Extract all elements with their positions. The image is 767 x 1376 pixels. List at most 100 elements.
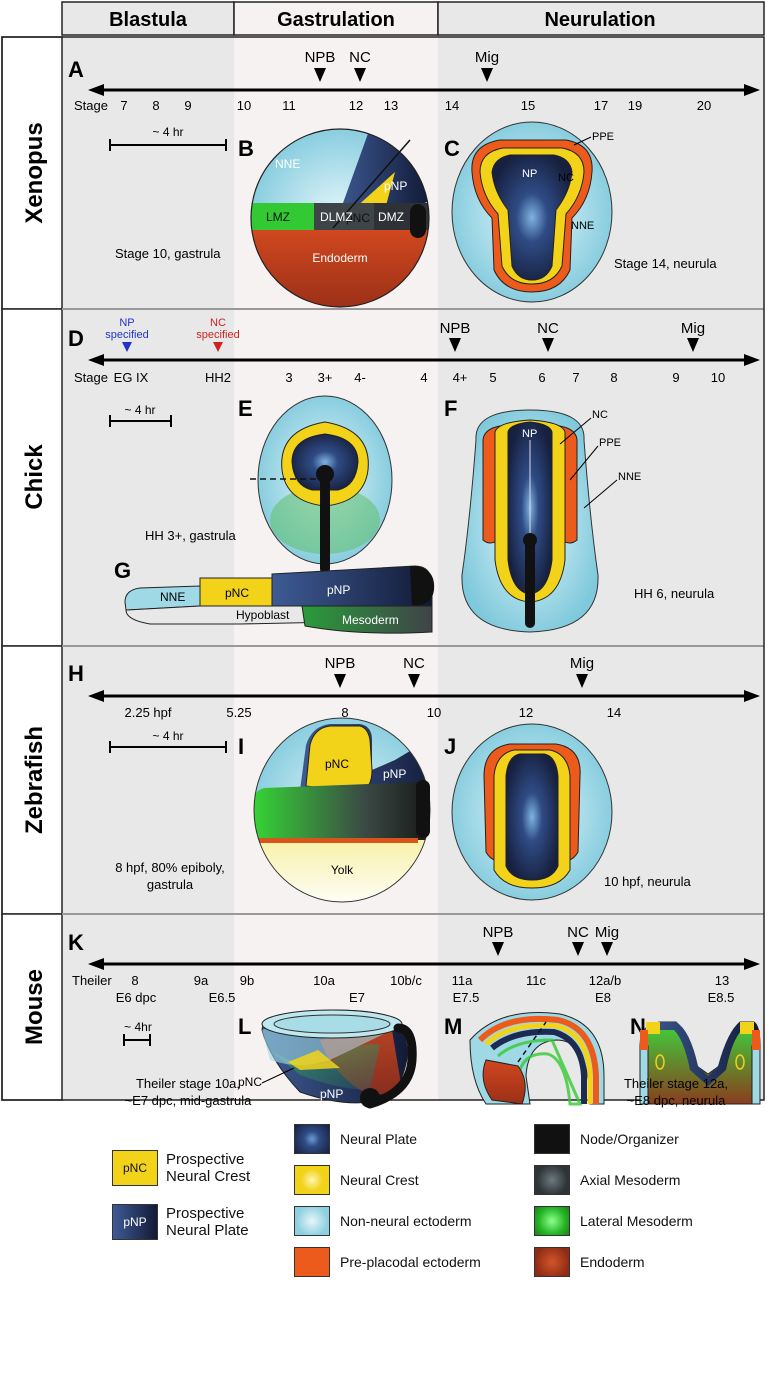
chick-g-mesoderm: Mesoderm <box>342 613 399 627</box>
mouse-l-pnp: pNP <box>320 1087 343 1101</box>
mouse-marker-nc: NC <box>567 924 589 941</box>
mouse-row: K NPB NC Mig Theiler 8 9a 9b 10a 10b/c 1… <box>68 924 761 1109</box>
panel-letter-i: I <box>238 734 244 759</box>
zebrafish-marker-nc-arrow <box>408 674 420 688</box>
mouse-gastrula-diagram <box>261 1009 417 1109</box>
zebrafish-marker-mig-arrow <box>576 674 588 688</box>
zebrafish-tick: 12 <box>519 705 533 720</box>
mouse-tick: 11a <box>452 973 473 988</box>
legend-item-node: Node/Organizer <box>534 1124 679 1154</box>
legend-label: Neural Crest <box>166 1168 251 1185</box>
row-dividers <box>62 308 764 915</box>
mouse-timeline-axis <box>88 958 760 970</box>
chick-tick: 6 <box>538 370 545 385</box>
chick-marker-npb: NPB <box>440 320 471 337</box>
mouse-marker-nc-arrow <box>572 942 584 956</box>
svg-text:~ 4hr: ~ 4hr <box>124 1020 152 1034</box>
chick-tick: 9 <box>672 370 679 385</box>
xenopus-c-ppe: PPE <box>592 131 614 143</box>
chick-timeline-axis <box>88 354 760 366</box>
xenopus-marker-nc: NC <box>349 49 371 66</box>
mouse-tick: 9b <box>240 973 254 988</box>
chick-tick: 7 <box>572 370 579 385</box>
phase-label-blastula: Blastula <box>109 9 188 31</box>
legend-swatch <box>294 1165 330 1195</box>
xenopus-marker-npb-arrow <box>314 68 326 82</box>
xenopus-tick: 13 <box>384 98 398 113</box>
zebrafish-tick: 8 <box>341 705 348 720</box>
zebrafish-marker-mig: Mig <box>570 655 594 672</box>
xenopus-c-nne: NNE <box>571 220 594 232</box>
chick-nc-specified-arrow <box>213 342 223 352</box>
panel-letter-e: E <box>238 396 253 421</box>
xenopus-b-caption: Stage 10, gastrula <box>115 246 221 261</box>
xenopus-tick: 9 <box>184 98 191 113</box>
panel-letter-b: B <box>238 136 254 161</box>
panel-letter-h: H <box>68 661 84 686</box>
xenopus-marker-nc-arrow <box>354 68 366 82</box>
xenopus-tick: 17 <box>594 98 608 113</box>
legend-label: Prospective <box>166 1151 245 1168</box>
xenopus-row: A Stage 7 8 9 10 11 12 13 14 15 17 19 20… <box>68 49 760 308</box>
chick-g-pnc: pNC <box>225 586 249 600</box>
legend-swatch <box>534 1247 570 1277</box>
mouse-dpc: E8 <box>595 990 611 1005</box>
chick-nc-specified-line2: specified <box>196 329 239 341</box>
mouse-dpc: E8.5 <box>708 990 735 1005</box>
mouse-l-pnc: pNC <box>238 1075 262 1089</box>
phase-header-neurulation <box>437 1 765 36</box>
chick-row: D NP specified NC specified NPB NC Mig S… <box>68 317 760 634</box>
legend-item-nne: Non-neural ectoderm <box>294 1206 472 1236</box>
zebrafish-tick: 2.25 hpf <box>125 705 172 720</box>
zebrafish-tick: 5.25 <box>226 705 251 720</box>
legend-label: Endoderm <box>580 1253 645 1270</box>
zebrafish-row: H NPB NC Mig 2.25 hpf 5.25 8 10 12 14 ~ … <box>68 655 760 903</box>
xenopus-c-np: NP <box>522 168 537 180</box>
legend-label: Neural Plate <box>166 1222 249 1239</box>
chick-g-pnp: pNP <box>327 583 350 597</box>
legend-label: Neural Crest <box>340 1171 419 1188</box>
chick-g-nne: NNE <box>160 590 185 604</box>
zebrafish-tick: 14 <box>607 705 621 720</box>
chick-gastrula-diagram <box>250 395 393 574</box>
mouse-l-caption-line1: Theiler stage 10a, <box>136 1076 240 1091</box>
chick-marker-nc-arrow <box>542 338 554 352</box>
mouse-n-caption-line1: Theiler stage 12a, <box>624 1076 728 1091</box>
legend-item-endoderm: Endoderm <box>534 1247 645 1277</box>
zebrafish-neurula-diagram <box>451 723 613 901</box>
panel-letter-g: G <box>114 558 131 583</box>
chick-section-diagram <box>124 565 435 634</box>
panel-letter-l: L <box>238 1014 251 1039</box>
chick-f-caption: HH 6, neurula <box>634 586 715 601</box>
panel-letter-f: F <box>444 396 457 421</box>
xenopus-c-caption: Stage 14, neurula <box>614 256 717 271</box>
xenopus-tick: 19 <box>628 98 642 113</box>
species-label-xenopus: Xenopus <box>21 122 48 223</box>
zebrafish-marker-npb: NPB <box>325 655 356 672</box>
xenopus-b-nne: NNE <box>275 157 300 171</box>
xenopus-b-lmz: LMZ <box>266 210 290 224</box>
species-label-zebrafish: Zebrafish <box>21 726 48 834</box>
xenopus-b-dlmz: DLMZ <box>320 210 353 224</box>
legend-item-neural-crest: Neural Crest <box>294 1165 419 1195</box>
xenopus-c-nc: NC <box>558 172 574 184</box>
zebrafish-marker-nc: NC <box>403 655 425 672</box>
chick-tick: 8 <box>610 370 617 385</box>
xenopus-stage-label: Stage <box>74 98 108 113</box>
chick-scale-bar: ~ 4 hr <box>109 403 172 427</box>
svg-text:~ 4 hr: ~ 4 hr <box>152 125 183 139</box>
phase-header-gastrulation <box>233 1 439 36</box>
xenopus-b-endoderm: Endoderm <box>312 251 367 265</box>
xenopus-timeline-axis <box>88 84 760 96</box>
xenopus-b-pnp: pNP <box>384 179 407 193</box>
xenopus-tick: 7 <box>120 98 127 113</box>
legend-swatch <box>294 1247 330 1277</box>
mouse-tick: 10a <box>313 973 335 988</box>
chick-np-specified-arrow <box>122 342 132 352</box>
chick-neurula-diagram <box>461 409 599 633</box>
zebrafish-marker-npb-arrow <box>334 674 346 688</box>
zebrafish-i-yolk: Yolk <box>331 863 354 877</box>
xenopus-marker-mig-arrow <box>481 68 493 82</box>
phase-label-neurulation: Neurulation <box>544 9 655 31</box>
mouse-tick: 9a <box>194 973 209 988</box>
